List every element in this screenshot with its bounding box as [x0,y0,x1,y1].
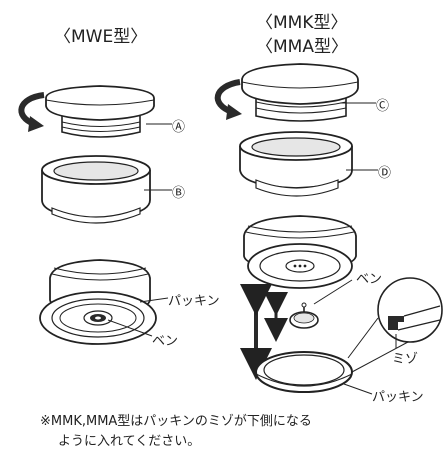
note-line-1: ※MMK,MMA型はパッキンのミゾが下側になる [40,414,312,429]
groove-label: ミゾ [392,352,419,367]
valve-label-right: ベン [356,272,383,287]
label-d: Ⓓ [378,166,392,181]
label-b: Ⓑ [172,186,186,201]
note-line-2: ように入れてください。 [58,434,201,449]
groove-detail-zoom [347,277,443,373]
cap-c [241,63,359,122]
mmk-title: 〈MMK型〉 [256,13,348,33]
valve-body-right [243,215,357,289]
double-arrow-icon [240,284,288,380]
valve-disc [289,302,319,329]
label-c: Ⓒ [376,99,390,114]
cap-a [45,85,155,138]
ring-b [41,155,151,224]
packing-ring [255,351,353,393]
rotate-arrow-icon [214,79,242,120]
rotate-arrow-icon [18,92,45,132]
mwe-title: 〈MWE型〉 [54,27,148,47]
ring-d [239,131,353,197]
valve-body-left [39,259,157,345]
packing-label-left: パッキン [168,294,220,309]
mma-title: 〈MMA型〉 [256,37,348,57]
label-a: Ⓐ [172,120,186,135]
packing-label-right: パッキン [372,390,424,405]
valve-label-left: ベン [152,334,179,349]
